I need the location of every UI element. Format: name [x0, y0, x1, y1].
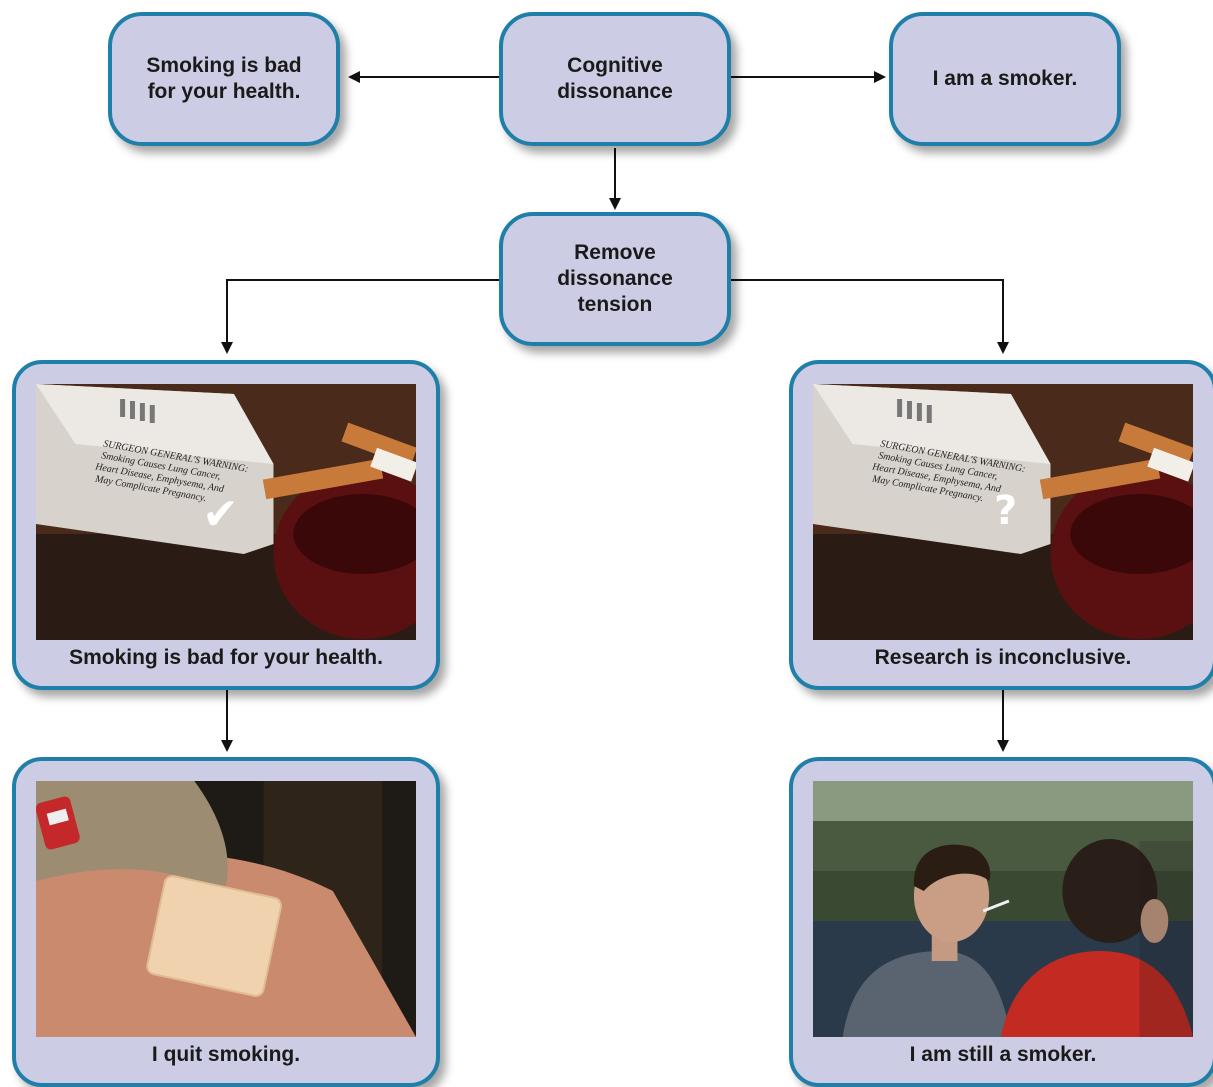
card-research-inconclusive-caption: Research is inconclusive.	[874, 646, 1132, 669]
node-remove-tension-label: Remove dissonance tension	[557, 241, 673, 316]
cigarette-pack-photo: SURGEON GENERAL'S WARNING: Smoking Cause…	[36, 384, 416, 640]
nicotine-patch-photo	[36, 781, 416, 1037]
card-smoking-bad-caption: Smoking is bad for your health.	[69, 646, 383, 669]
arrow-to-left-branch	[221, 279, 500, 354]
node-i-am-a-smoker-label: I am a smoker.	[932, 67, 1078, 90]
card-still-smoker-caption: I am still a smoker.	[909, 1043, 1097, 1066]
card-still-smoker: I am still a smoker.	[789, 757, 1213, 1087]
card-research-inconclusive: SURGEON GENERAL'S WARNING: Smoking Cause…	[789, 360, 1213, 690]
node-smoking-bad-label: Smoking is bad for your health.	[146, 54, 302, 103]
card-smoking-bad: SURGEON GENERAL'S WARNING: Smoking Cause…	[12, 360, 440, 690]
cigarette-pack-photo-question: SURGEON GENERAL'S WARNING: Smoking Cause…	[813, 384, 1193, 640]
question-mark-icon: ?	[994, 488, 1017, 534]
card-quit-smoking: I quit smoking.	[12, 757, 440, 1087]
people-smoking-photo	[813, 781, 1193, 1037]
node-remove-tension: Remove dissonance tension	[499, 212, 731, 346]
arrow-to-right-branch	[730, 279, 1009, 354]
node-i-am-a-smoker: I am a smoker.	[889, 12, 1121, 146]
node-cognitive-dissonance-label: Cognitive dissonance	[557, 54, 673, 103]
node-smoking-bad: Smoking is bad for your health.	[108, 12, 340, 146]
node-cognitive-dissonance: Cognitive dissonance	[499, 12, 731, 146]
card-quit-smoking-caption: I quit smoking.	[151, 1043, 301, 1066]
check-mark-icon: ✔	[202, 489, 238, 540]
